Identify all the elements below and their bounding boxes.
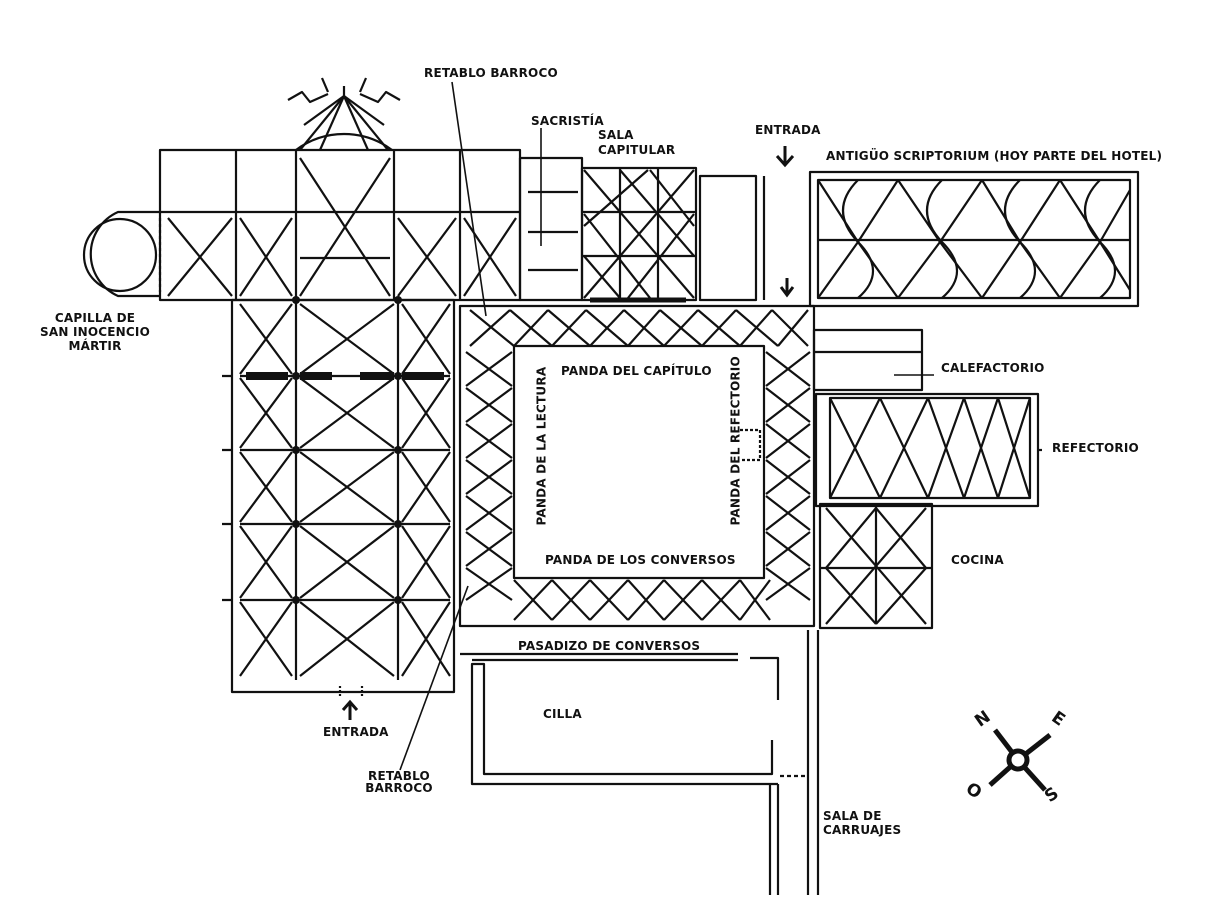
label-sala-carruajes-2: CARRUAJES bbox=[823, 823, 902, 837]
label-retablo-bottom-2: BARROCO bbox=[365, 781, 433, 795]
pasadizo-cilla bbox=[460, 630, 820, 895]
label-sala-carruajes-1: SALA DE bbox=[823, 809, 882, 823]
capilla-san-inocencio bbox=[82, 210, 162, 298]
label-entrada-top: ENTRADA bbox=[755, 123, 821, 137]
refectorio bbox=[814, 392, 1042, 508]
label-refectorio: REFECTORIO bbox=[1052, 441, 1139, 455]
label-panda-lectura: PANDA DE LA LECTURA bbox=[534, 366, 549, 526]
apse bbox=[287, 77, 401, 151]
calefactorio bbox=[812, 328, 934, 392]
label-sacristia: SACRISTÍA bbox=[531, 114, 604, 128]
compass-icon bbox=[988, 728, 1052, 792]
sacristia bbox=[518, 156, 584, 302]
nave-piers bbox=[246, 296, 444, 604]
label-scriptorium: ANTIGÜO SCRIPTORIUM (HOY PARTE DEL HOTEL… bbox=[826, 149, 1163, 163]
label-pasadizo: PASADIZO DE CONVERSOS bbox=[518, 639, 701, 653]
label-retablo-bottom-1: RETABLO bbox=[368, 769, 430, 783]
label-calefactorio: CALEFACTORIO bbox=[941, 361, 1045, 375]
label-sala-capitular-1: SALA bbox=[598, 128, 634, 142]
label-retablo-top: RETABLO BARROCO bbox=[424, 66, 558, 80]
label-sala-capitular-2: CAPITULAR bbox=[598, 143, 676, 157]
church-nave bbox=[222, 298, 456, 698]
label-panda-refectorio: PANDA DEL REFECTORIO bbox=[728, 356, 743, 526]
transept bbox=[158, 148, 522, 302]
label-capilla-3: MÁRTIR bbox=[68, 339, 122, 353]
label-entrada-bottom: ENTRADA bbox=[323, 725, 389, 739]
leader-lines bbox=[399, 81, 542, 771]
label-cocina: COCINA bbox=[951, 553, 1004, 567]
cloister bbox=[458, 304, 816, 628]
label-panda-capitulo: PANDA DEL CAPÍTULO bbox=[561, 364, 712, 378]
label-capilla-2: SAN INOCENCIO bbox=[40, 325, 150, 339]
cocina bbox=[818, 502, 934, 630]
scriptorium bbox=[808, 170, 1140, 308]
entrada-cloister-arrow bbox=[779, 278, 795, 298]
entrance-arrows bbox=[341, 146, 795, 720]
entrada-top-arrow bbox=[775, 146, 795, 168]
label-cilla: CILLA bbox=[543, 707, 582, 721]
label-panda-conversos: PANDA DE LOS CONVERSOS bbox=[545, 553, 736, 567]
label-capilla-1: CAPILLA DE bbox=[54, 311, 136, 325]
entrada-bottom-arrow bbox=[341, 699, 359, 720]
sala-capitular bbox=[580, 166, 766, 303]
